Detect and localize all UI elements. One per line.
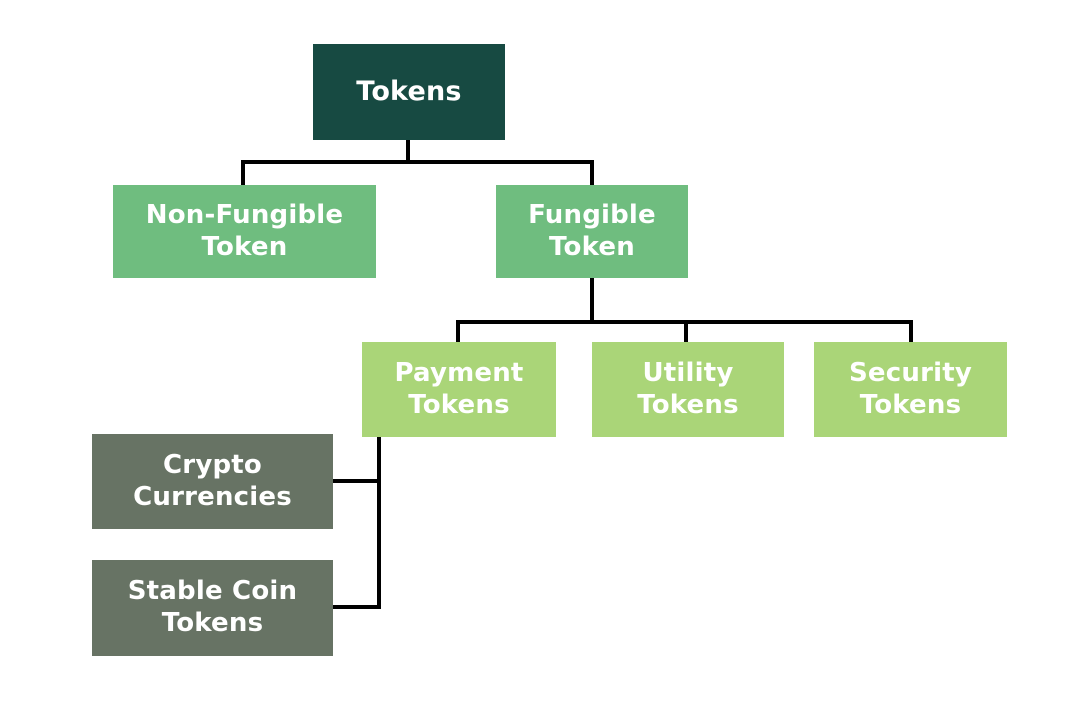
connector-root-bar xyxy=(241,160,594,164)
node-stable-coin-tokens: Stable Coin Tokens xyxy=(92,560,333,656)
node-payment-tokens: Payment Tokens xyxy=(362,342,556,437)
connector-stub-crypto-currencies xyxy=(333,479,381,483)
node-non-fungible-token-label-line1: Non-Fungible xyxy=(145,199,344,230)
connector-stub-stable-coin xyxy=(333,605,381,609)
node-payment-tokens-label-line2: Tokens xyxy=(408,389,510,420)
node-stable-coin-tokens-label-line1: Stable Coin xyxy=(127,576,298,607)
connector-drop-security xyxy=(909,322,913,342)
node-tokens: Tokens xyxy=(313,44,505,140)
node-utility-tokens-label-line2: Tokens xyxy=(637,389,739,420)
node-fungible-token: Fungible Token xyxy=(496,185,688,278)
node-stable-coin-tokens-label-line2: Tokens xyxy=(161,608,264,638)
node-payment-tokens-label-line1: Payment xyxy=(394,357,524,388)
connector-drop-fungible xyxy=(590,162,594,185)
node-non-fungible-token: Non-Fungible Token xyxy=(113,185,376,278)
node-non-fungible-token-label-line2: Token xyxy=(201,231,288,262)
node-crypto-currencies-label-line2: Currencies xyxy=(133,481,292,512)
node-utility-tokens-label-line1: Utility xyxy=(642,357,734,388)
node-security-tokens-label-line1: Security xyxy=(849,357,972,388)
connector-fungible-stem xyxy=(590,278,594,322)
connector-root-stem xyxy=(406,139,410,162)
node-fungible-token-label-line2: Token xyxy=(549,231,635,262)
node-utility-tokens: Utility Tokens xyxy=(592,342,784,437)
connector-drop-non-fungible xyxy=(241,162,245,185)
connector-payment-stem xyxy=(377,437,381,609)
node-crypto-currencies-label-line1: Crypto xyxy=(163,449,262,480)
connector-drop-payment xyxy=(456,322,460,342)
node-fungible-token-label-line1: Fungible xyxy=(528,199,656,230)
node-security-tokens: Security Tokens xyxy=(814,342,1007,437)
node-crypto-currencies: Crypto Currencies xyxy=(92,434,333,529)
connector-drop-utility xyxy=(684,322,688,342)
node-security-tokens-label-line2: Tokens xyxy=(859,389,962,420)
node-tokens-label: Tokens xyxy=(356,75,462,107)
